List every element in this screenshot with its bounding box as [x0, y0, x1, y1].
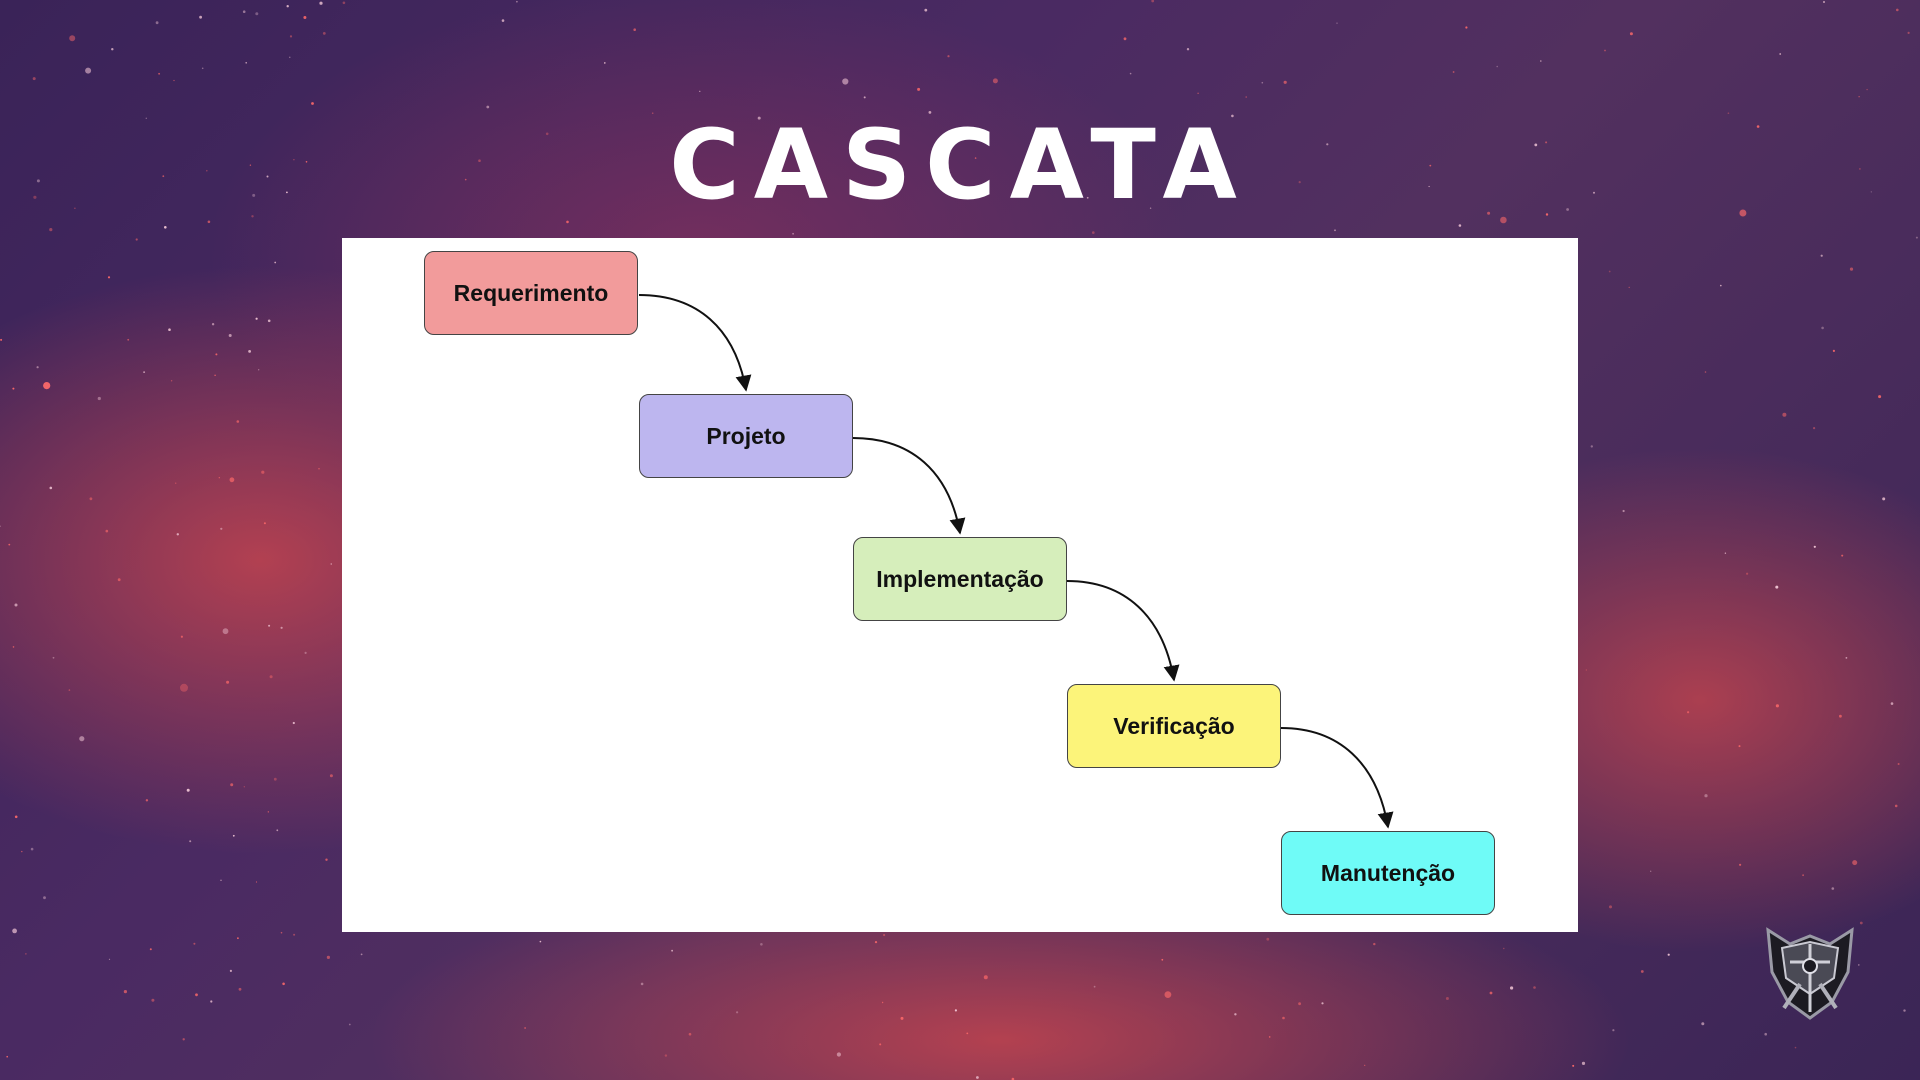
- step-verificacao: Verificação: [1067, 684, 1281, 768]
- step-projeto: Projeto: [639, 394, 853, 478]
- step-label: Implementação: [876, 565, 1044, 592]
- slide-title: CASCATA: [669, 109, 1251, 221]
- step-label: Manutenção: [1320, 859, 1456, 886]
- step-manutencao: Manutenção: [1281, 831, 1495, 915]
- diagram-arrows: [638, 294, 1394, 829]
- arrow-requerimento-to-projeto: [638, 294, 752, 392]
- armored-shield-logo-icon: [1766, 927, 1854, 1020]
- arrow-verificacao-to-manutencao: [1280, 727, 1394, 829]
- step-label: Verificação: [1113, 712, 1235, 739]
- step-label: Requerimento: [453, 279, 609, 306]
- diagram-panel: Requerimento Projeto Implementação Verif…: [342, 238, 1578, 932]
- step-implementacao: Implementação: [853, 537, 1067, 621]
- step-requerimento: Requerimento: [424, 251, 638, 335]
- arrow-projeto-to-implementacao: [852, 437, 966, 535]
- arrow-implementacao-to-verificacao: [1066, 580, 1180, 682]
- step-label: Projeto: [706, 422, 786, 449]
